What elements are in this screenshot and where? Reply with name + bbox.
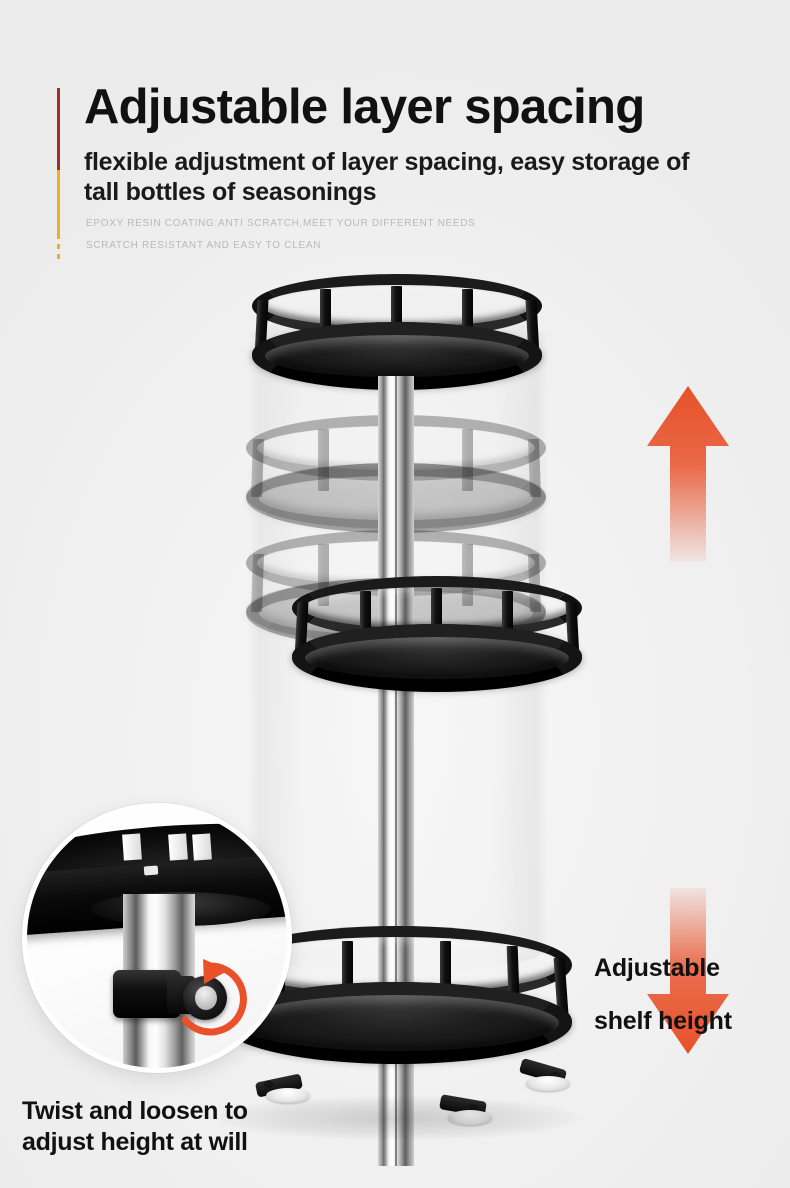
header-block: Adjustable layer spacing flexible adjust… (0, 0, 790, 272)
left-callout: Twist and loosen to adjust height at wil… (22, 1096, 352, 1158)
foot-center-screw (468, 1104, 478, 1111)
inset-shelf-gap-1 (122, 833, 142, 861)
caption-line-2: SCRATCH RESISTANT AND EASY TO CLEAN (86, 240, 322, 251)
right-callout-line-2: shelf height (594, 1007, 732, 1035)
middle-basket (292, 576, 582, 700)
adjustment-collar-closeup (22, 803, 292, 1073)
inset-shelf-gap-3 (192, 833, 212, 861)
accent-segment-red (57, 88, 60, 170)
page-title: Adjustable layer spacing (84, 80, 645, 134)
caption-line-1: EPOXY RESIN COATING:ANTI SCRATCH,MEET YO… (86, 218, 476, 229)
middle-basket-bars (292, 576, 582, 700)
inset-shelf-notch (143, 865, 159, 876)
top-basket (252, 274, 542, 398)
up-arrow (645, 384, 731, 564)
middle-basket-ring-bottom (292, 624, 582, 692)
inset-shelf-gap-2 (168, 833, 188, 861)
rotate-arrow-icon (167, 956, 253, 1042)
foot-right-pad (526, 1076, 570, 1091)
foot-left-screw (264, 1081, 274, 1088)
right-callout: Adjustable shelf height (594, 942, 790, 1048)
ground-shadow (218, 1096, 578, 1140)
product-stage: Adjustable shelf height (0, 258, 790, 1168)
accent-rail (57, 88, 60, 264)
foot-right-screw (550, 1072, 560, 1079)
left-callout-line-2: adjust height at will (22, 1128, 248, 1156)
center-pole-seam (395, 376, 397, 1166)
foot-center-pad (448, 1110, 492, 1125)
left-callout-line-1: Twist and loosen to (22, 1097, 248, 1125)
down-arrow (645, 886, 731, 1056)
foot-left-pad (266, 1088, 310, 1103)
accent-segment-dashed (57, 234, 60, 264)
bottom-basket-bars (222, 926, 572, 1076)
accent-segment-amber (57, 170, 60, 234)
page-subtitle: flexible adjustment of layer spacing, ea… (84, 148, 690, 206)
top-basket-bars (252, 274, 542, 398)
inset-knob-face (195, 986, 217, 1010)
right-callout-line-1: Adjustable (594, 954, 720, 982)
